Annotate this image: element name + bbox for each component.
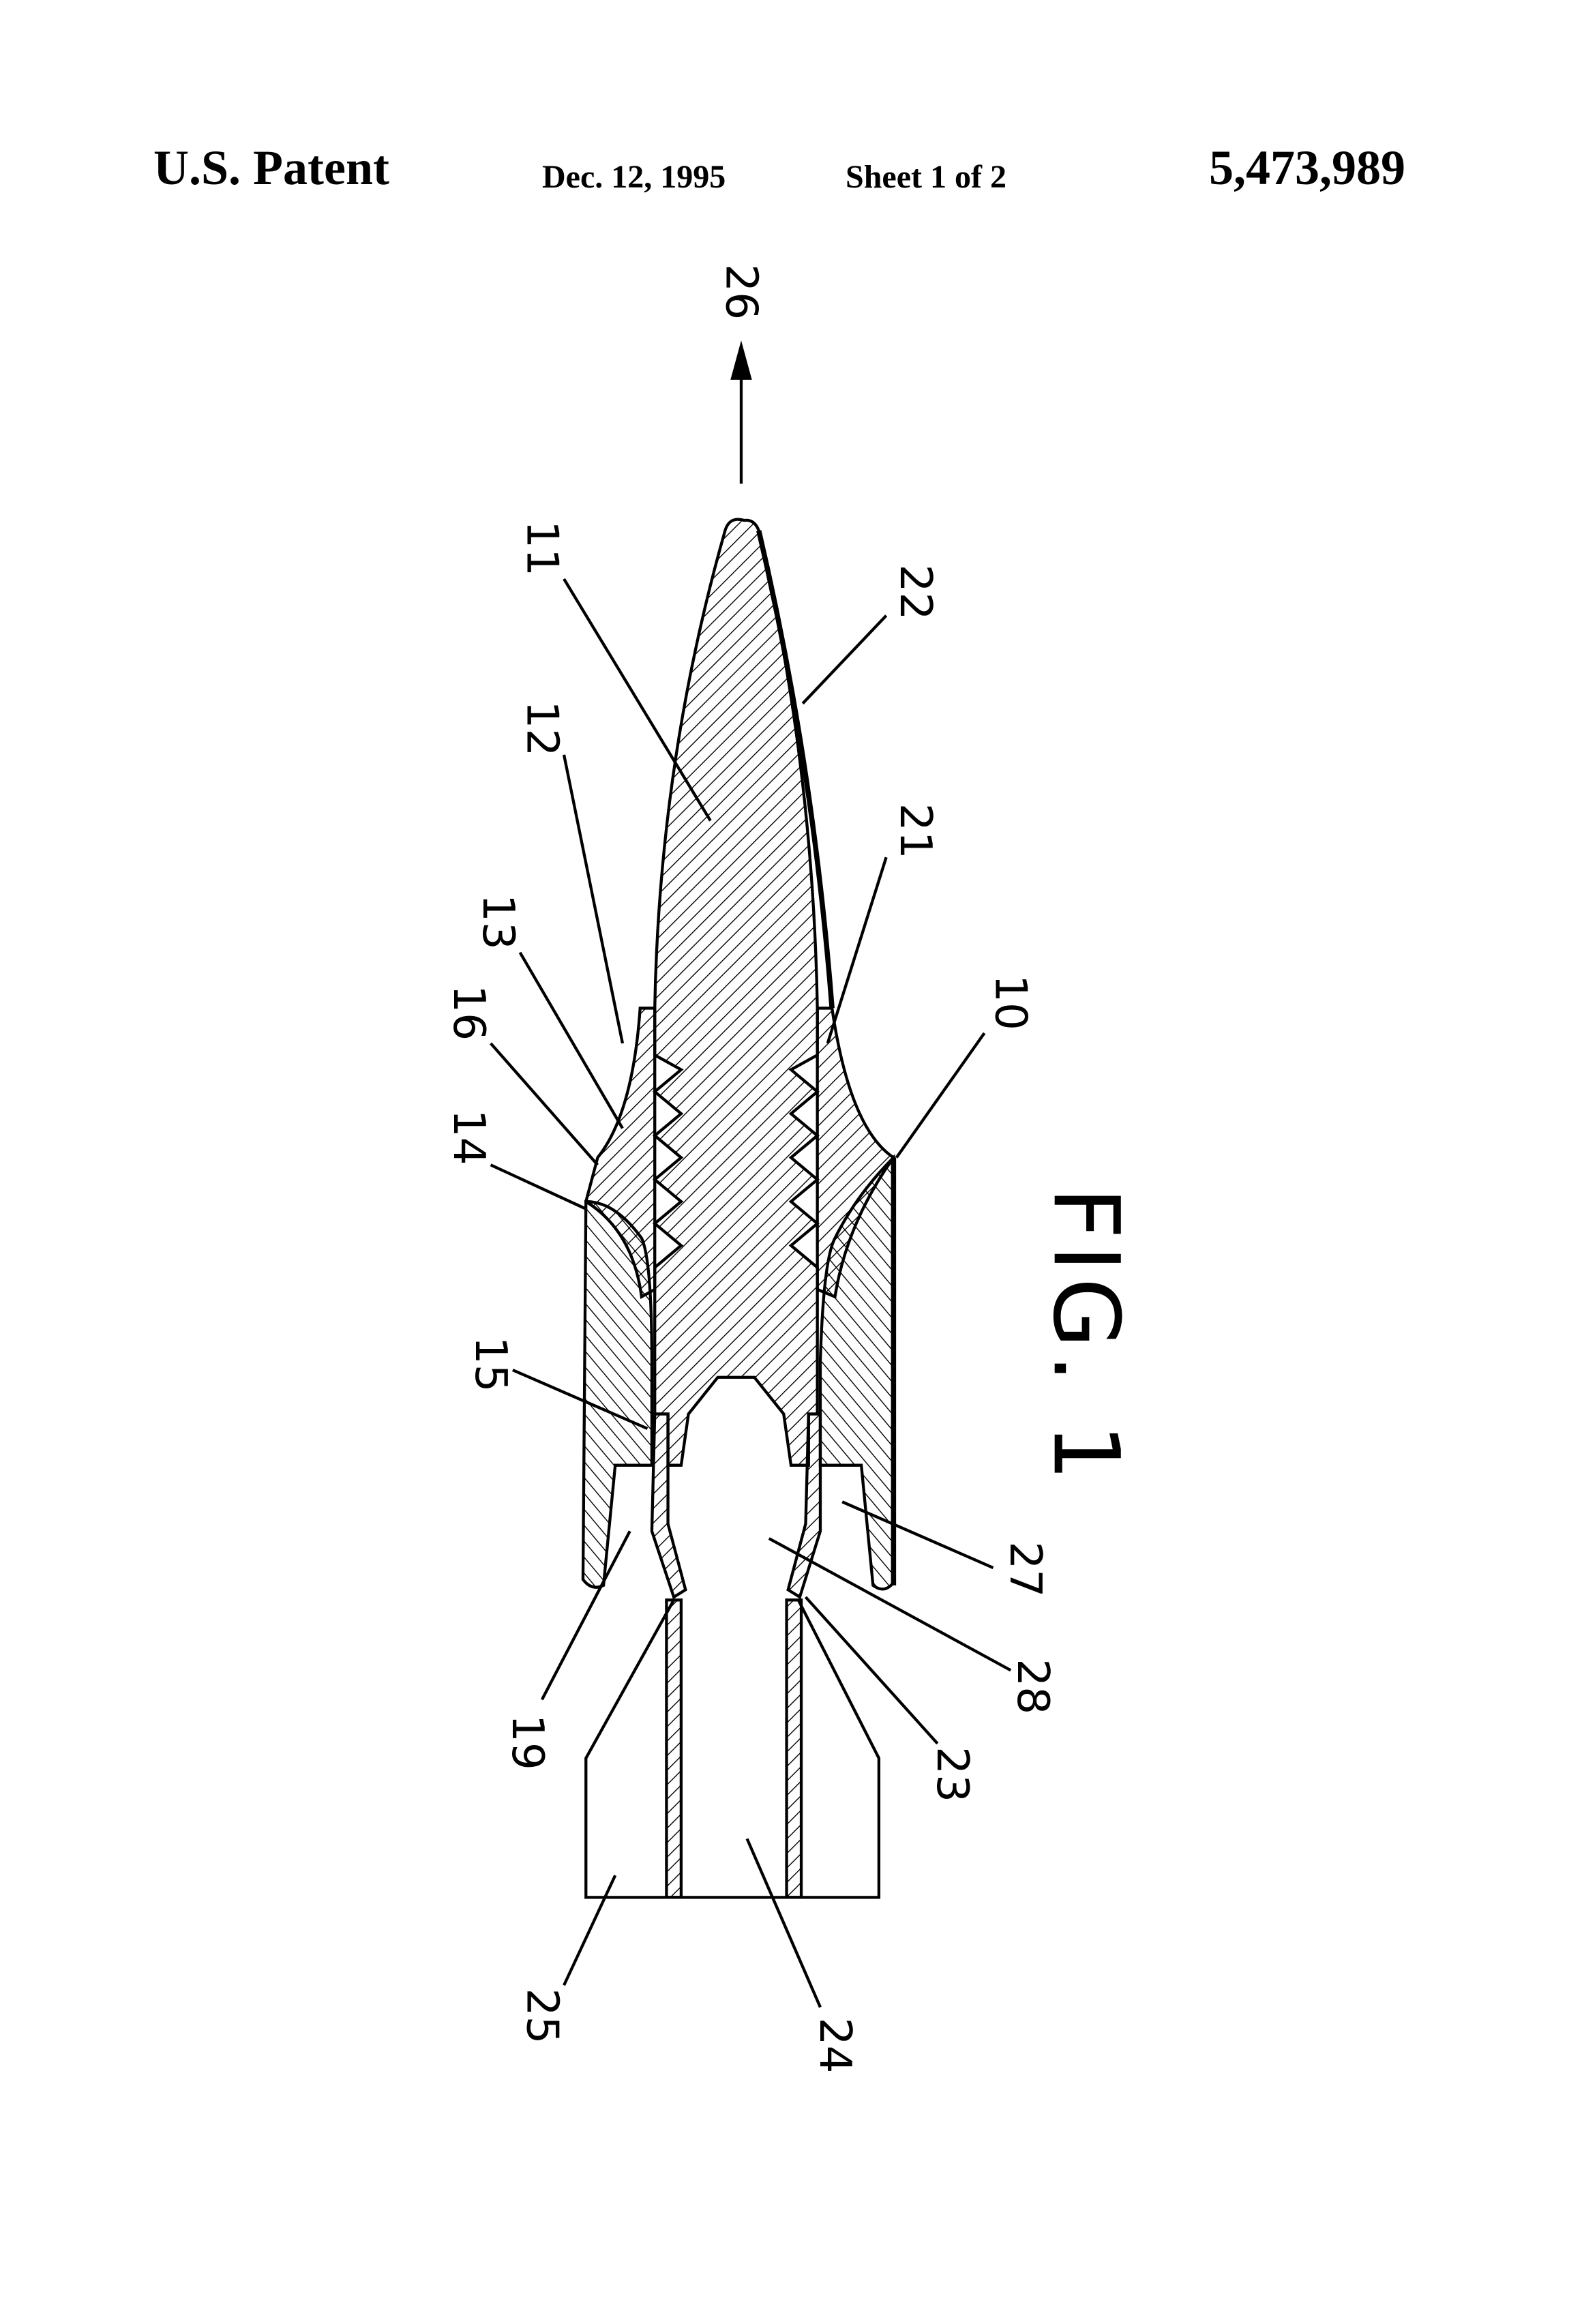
- label-28: 28: [1007, 1658, 1058, 1714]
- label-27: 27: [1000, 1541, 1051, 1597]
- label-16: 16: [443, 985, 494, 1041]
- label-13: 13: [473, 894, 524, 950]
- label-23: 23: [927, 1746, 978, 1802]
- label-14: 14: [443, 1109, 494, 1165]
- tube-24: [666, 1600, 681, 1897]
- label-19: 19: [502, 1714, 553, 1770]
- tip-11: [655, 520, 817, 1465]
- label-26: 26: [715, 264, 766, 320]
- label-11: 11: [516, 520, 567, 576]
- label-22: 22: [890, 565, 941, 621]
- ferrule-25: [586, 1600, 879, 1897]
- label-12: 12: [516, 700, 567, 756]
- label-21: 21: [890, 803, 941, 859]
- label-25: 25: [516, 1988, 567, 2044]
- figure-title: FIG. 1: [1033, 1187, 1139, 1487]
- label-24: 24: [809, 2018, 861, 2074]
- label-15: 15: [465, 1337, 516, 1392]
- label-10: 10: [985, 974, 1036, 1030]
